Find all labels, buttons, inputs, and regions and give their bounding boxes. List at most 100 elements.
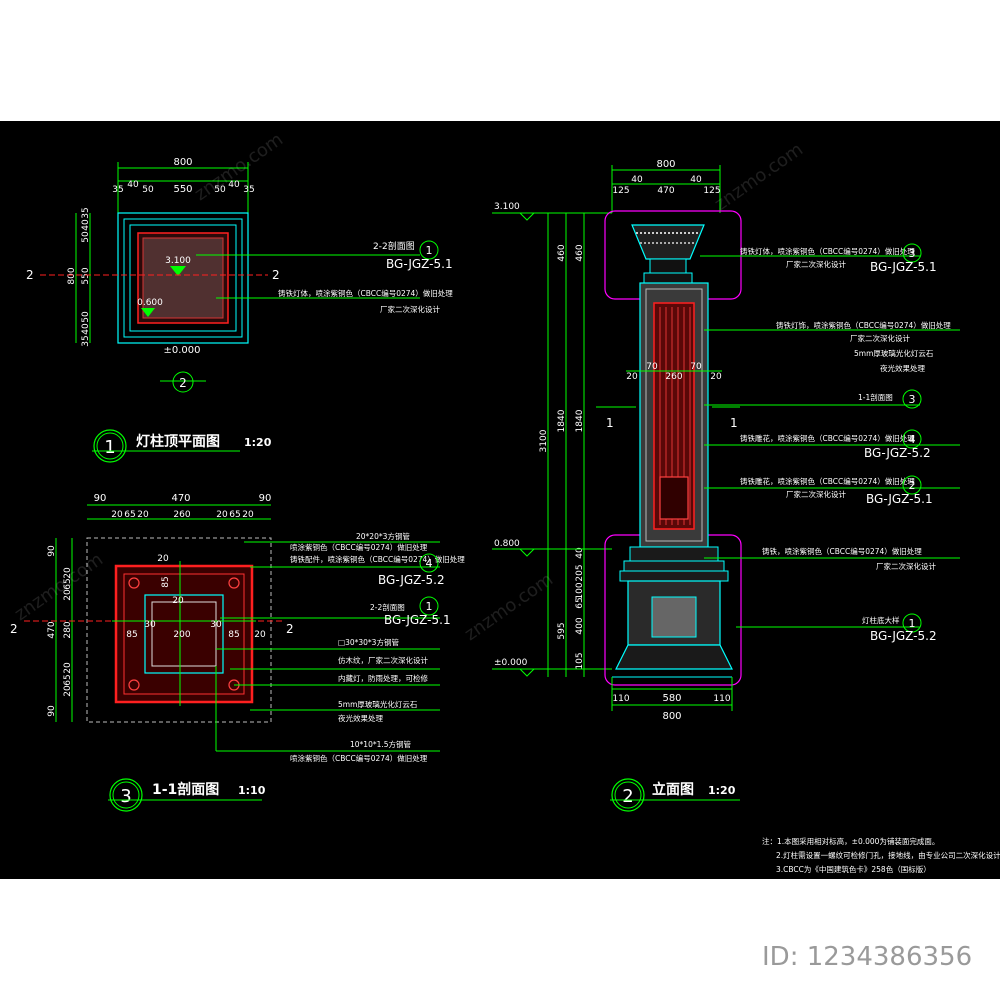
elev-callout-0-ref: BG-JGZ-5.1	[870, 260, 937, 274]
elev-note-6: 铸铁，喷涂紫铜色（CBCC编号0274）做旧处理	[762, 546, 922, 556]
plan-callout-ref: BG-JGZ-5.1	[386, 257, 453, 271]
section-top2-c: 20	[137, 510, 149, 520]
section-callout-a-ref: BG-JGZ-5.2	[378, 573, 445, 587]
general-notes: 注：1.本图采用相对标高，±0.000为铺装面完成面。 2.灯柱需设置一螺纹可检…	[762, 836, 1000, 874]
elev-note-1-sub: 厂家二次深化设计	[850, 333, 910, 343]
elev-top-c: 40	[690, 175, 702, 185]
section-note-2: 铸铁配件，喷涂紫铜色（CBCC编号0274）做旧处理	[290, 554, 465, 564]
elev-level-ground: ±0.000	[494, 658, 528, 668]
elev-note-2: 5mm厚玻璃光化灯云石	[854, 348, 934, 358]
section-inner-e: 85	[228, 630, 239, 640]
elev-left-upper: 460	[557, 244, 567, 261]
elev-callout-4-ref: BG-JGZ-5.2	[870, 629, 937, 643]
site-watermark-3: znzmo.com	[11, 549, 107, 625]
section-note-8: 夜光效果处理	[338, 713, 383, 723]
section-note-4: □30*30*3方钢管	[338, 637, 399, 647]
section-inner-b2: 85	[126, 630, 137, 640]
plan-left-a: 35	[81, 207, 91, 218]
elev-bottom-a: 110	[612, 694, 629, 704]
plan-dim-e: 40	[228, 180, 240, 190]
section-left-h: 90	[47, 705, 57, 717]
elev-note-5-sub: 厂家二次深化设计	[786, 489, 846, 499]
section-top2-f: 20	[242, 510, 254, 520]
section-top-mid: 470	[171, 493, 190, 504]
section-mark-right: 2	[286, 622, 294, 636]
section-inner-a: 20	[157, 554, 169, 564]
section-left-f: 65	[63, 674, 73, 685]
plan-dim-total: 800	[173, 157, 192, 168]
elev-title-scale: 1:20	[708, 784, 736, 797]
section-top2-a: 20	[111, 510, 123, 520]
plan-left-b: 40	[81, 219, 91, 231]
plan-dim-a: 35	[112, 185, 123, 195]
elev-section-right: 1	[730, 416, 738, 430]
elev-left-a: 40	[575, 547, 585, 559]
plan-dim-f: 35	[243, 185, 254, 195]
plan-level-b: 0.600	[137, 298, 163, 308]
plan-dim-c: 50	[142, 185, 154, 195]
elev-inner-a: 20	[626, 372, 638, 382]
elev-left-total: 3100	[539, 429, 549, 452]
elev-bottom-mid: 580	[662, 693, 681, 704]
plan-left-total: 800	[67, 267, 77, 284]
section-note-1: 喷涂紫铜色（CBCC编号0274）做旧处理	[290, 542, 428, 552]
elev-note-7: 灯柱底大样	[862, 615, 900, 625]
elev-left-e: 400	[575, 617, 585, 634]
section-left-c: 65	[63, 578, 73, 589]
elevation-view: 800 125 40 470 40 125 3100 460 1840 595 …	[492, 159, 960, 812]
plan-left-mid: 550	[81, 267, 91, 284]
elev-left-mid2: 1840	[575, 409, 585, 432]
section-top-a: 90	[94, 493, 107, 504]
section-note-9: 10*10*1.5方钢管	[350, 739, 412, 749]
section-left-d: 20	[63, 589, 73, 601]
plan-left-f: 35	[81, 335, 91, 346]
elev-callout-2-num: 4	[909, 433, 916, 446]
site-watermark-2: znzmo.com	[711, 139, 807, 215]
elev-inner-mid: 260	[665, 372, 682, 382]
plan-ground-mark: 2	[179, 376, 187, 390]
elev-bottom-total: 800	[662, 711, 681, 722]
plan-note-2: 厂家二次深化设计	[380, 304, 440, 314]
plan-title-scale: 1:20	[244, 436, 272, 449]
elev-note-2-sub: 夜光效果处理	[880, 363, 925, 373]
section-title-scale: 1:10	[238, 784, 266, 797]
section-top2-d: 20	[216, 510, 228, 520]
section-left-a: 90	[47, 545, 57, 557]
watermark-id: ID: 1234386356	[762, 942, 973, 972]
watermark-logo: 知末	[800, 881, 896, 932]
elev-bottom-b: 110	[713, 694, 730, 704]
section-top-b: 90	[259, 493, 272, 504]
plan-ground-level: ±0.000	[163, 345, 200, 356]
elev-callout-0-num: 3	[909, 247, 916, 260]
section-note-6: 内藏灯，防雨处理，可检修	[338, 673, 428, 683]
elev-top-b: 40	[631, 175, 643, 185]
section-note-5: 仿木纹，厂家二次深化设计	[338, 655, 428, 665]
elev-level-top: 3.100	[494, 202, 520, 212]
section-note-7: 5mm厚玻璃光化灯云石	[338, 699, 418, 709]
section-inner-a2: 20	[172, 596, 184, 606]
section-inner-mid: 200	[173, 630, 190, 640]
plan-dim-d: 50	[214, 185, 226, 195]
plan-dim-mid: 550	[173, 184, 192, 195]
section-top2-mid: 260	[173, 510, 190, 520]
elev-left-upper2: 460	[575, 244, 585, 261]
elev-callout-2-ref: BG-JGZ-5.2	[864, 446, 931, 460]
elev-note-4: 铸铁雕花，喷涂紫铜色（CBCC编号0274）做旧处理	[740, 433, 915, 443]
section-inner-d: 30	[210, 620, 222, 630]
section-callout-a-num: 4	[426, 557, 433, 570]
plan-left-e: 40	[81, 323, 91, 335]
plan-title: 灯柱顶平面图	[136, 433, 220, 450]
elev-callout-4-num: 1	[909, 617, 916, 630]
site-watermark-1: znzmo.com	[191, 129, 287, 205]
plan-section-right: 2	[272, 268, 280, 282]
section-left-e: 20	[63, 662, 73, 674]
plan-left-c: 50	[81, 231, 91, 243]
plan-callout-num: 1	[426, 244, 433, 257]
elev-top-a: 125	[612, 186, 629, 196]
site-watermark-4: znzmo.com	[461, 569, 557, 645]
section-left-g: 20	[63, 685, 73, 697]
elev-title: 立面图	[652, 781, 694, 798]
elev-left-d: 65	[575, 597, 585, 608]
section-callout-b-ref: BG-JGZ-5.1	[384, 613, 451, 627]
section-inner-f: 20	[254, 630, 266, 640]
